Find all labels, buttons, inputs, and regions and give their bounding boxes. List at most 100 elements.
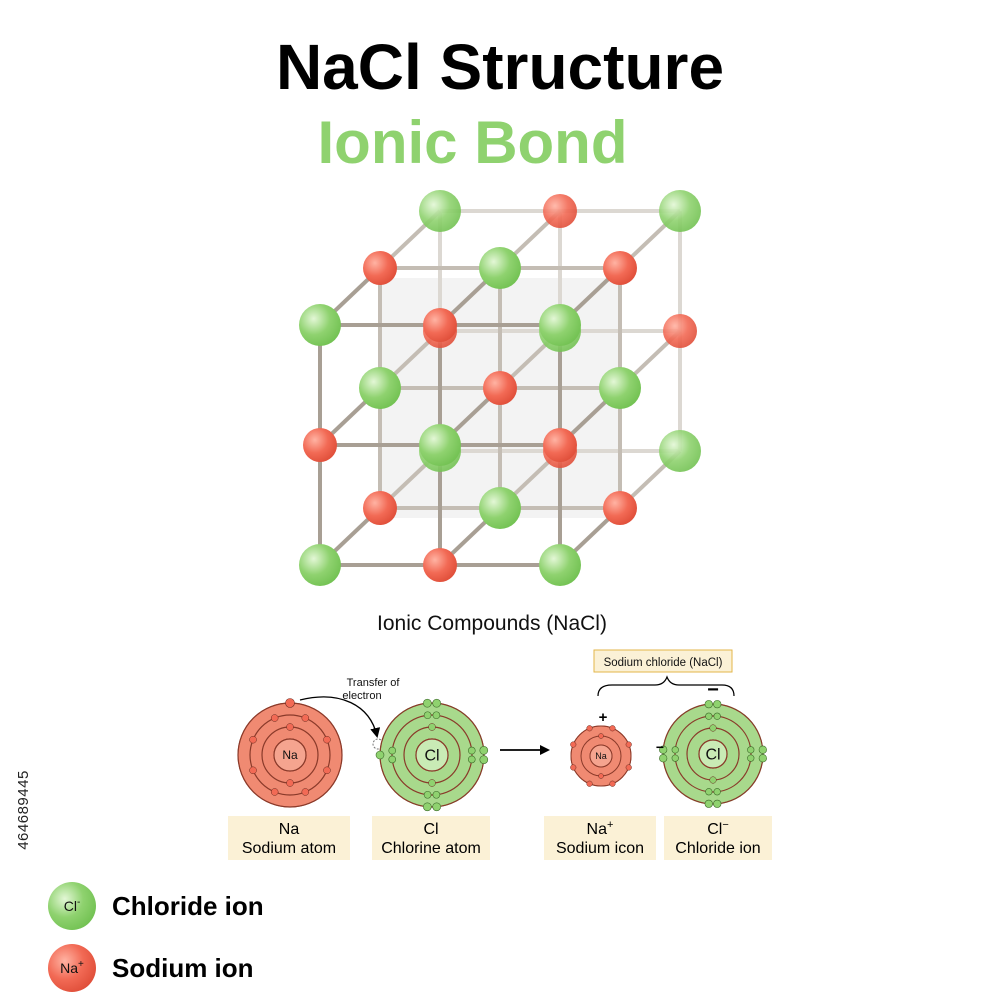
sodium-ion: [603, 491, 637, 525]
compound-label-box: [593, 649, 733, 673]
electron: [479, 746, 489, 755]
chloride-ion: [479, 487, 521, 529]
electron: [609, 725, 616, 732]
electron: [586, 725, 593, 732]
electron: [671, 754, 679, 762]
transfer-label-line2: electron: [342, 690, 381, 702]
caption-symbol: Cl−: [707, 819, 729, 838]
electron: [423, 802, 432, 812]
chloride-ion: [419, 190, 461, 232]
lattice-ions: [299, 190, 701, 586]
electron: [758, 745, 767, 754]
electron-shell: [391, 714, 473, 796]
electron-shell: [249, 714, 331, 796]
electron: [270, 788, 279, 796]
page-title: NaCl Structure: [275, 31, 725, 103]
electron: [659, 754, 668, 763]
compound-label: Sodium chloride (NaCl): [604, 657, 723, 669]
electron: [375, 750, 385, 760]
sodium-ion: [483, 371, 517, 405]
electron: [598, 773, 604, 779]
electron: [249, 766, 257, 775]
chloride-ion: [299, 544, 341, 586]
electron: [713, 799, 722, 808]
caption-symbol: Na: [279, 821, 300, 838]
sodium-ion: [363, 251, 397, 285]
legend-symbol: Na+: [60, 959, 84, 976]
electron: [479, 755, 489, 764]
chloride-ion: [359, 367, 401, 409]
electron: [270, 714, 279, 722]
electron: [323, 766, 331, 775]
electron: [286, 723, 294, 731]
electron: [432, 711, 441, 720]
electron: [301, 714, 310, 722]
caption-name: Chlorine atom: [381, 840, 481, 857]
electron: [704, 799, 713, 808]
caption-symbol: Na+: [587, 819, 614, 838]
sodium-atom-model: Na: [237, 698, 343, 808]
chloride-ion: [419, 424, 461, 466]
electron: [432, 790, 441, 799]
chloride-ion: [539, 304, 581, 346]
chloride-ion-charge: −: [707, 679, 719, 701]
sodium-ion: [423, 548, 457, 582]
caption-name: Sodium atom: [242, 840, 336, 857]
caption-chloride-ion: Cl− Chloride ion: [664, 816, 772, 860]
nucleus-symbol: Cl: [424, 748, 439, 765]
electron: [625, 764, 632, 771]
electron: [301, 788, 310, 796]
sodium-ion-swatch: [48, 944, 96, 992]
electron-transfer-arrow: [299, 696, 381, 738]
caption-symbol: Cl: [423, 821, 438, 838]
chloride-ion: [479, 247, 521, 289]
section-title: Ionic Compounds (NaCl): [377, 612, 607, 635]
electron: [432, 698, 441, 708]
electron: [423, 790, 432, 799]
legend-label: Sodium ion: [112, 953, 254, 983]
legend-symbol: Cl-: [64, 897, 81, 914]
electron: [713, 788, 721, 796]
legend-item-sodium: Na+ Sodium ion: [48, 944, 254, 992]
nucleus-symbol: Cl: [705, 747, 720, 764]
electron: [428, 723, 436, 731]
legend-label: Chloride ion: [112, 891, 264, 921]
electron: [705, 788, 713, 796]
legend-item-chloride: Cl- Chloride ion: [48, 882, 264, 930]
chloride-ion-swatch: [48, 882, 96, 930]
electron: [704, 700, 713, 709]
electron: [570, 764, 577, 771]
transfer-label-line1: Transfer of: [347, 677, 401, 689]
electron: [758, 754, 767, 763]
electron: [323, 735, 331, 744]
caption-box: [372, 816, 490, 860]
electron-shell: [570, 725, 632, 787]
chloride-extra-electron-mark: −: [656, 739, 664, 755]
caption-box: [228, 816, 350, 860]
caption-name: Sodium icon: [556, 840, 644, 857]
electron: [467, 746, 476, 755]
electron: [388, 755, 397, 764]
electron: [671, 746, 679, 754]
electron: [609, 780, 616, 787]
sodium-ion-charge: +: [599, 709, 608, 726]
electron: [423, 711, 432, 720]
electron: [709, 724, 717, 732]
electron: [286, 779, 294, 787]
electron: [570, 741, 577, 748]
caption-box: [544, 816, 656, 860]
electron: [467, 755, 476, 764]
sodium-ion: [423, 308, 457, 342]
chloride-ion: [659, 430, 701, 472]
caption-sodium-ion: Na+ Sodium icon: [544, 816, 656, 860]
nucleus: [415, 738, 449, 772]
electron: [625, 741, 632, 748]
nucleus-symbol: Na: [595, 751, 607, 761]
electron: [709, 776, 717, 784]
electron: [747, 746, 755, 754]
nucleus: [698, 739, 728, 769]
electron: [423, 698, 432, 708]
electron: [598, 733, 604, 739]
sodium-ion: [363, 491, 397, 525]
